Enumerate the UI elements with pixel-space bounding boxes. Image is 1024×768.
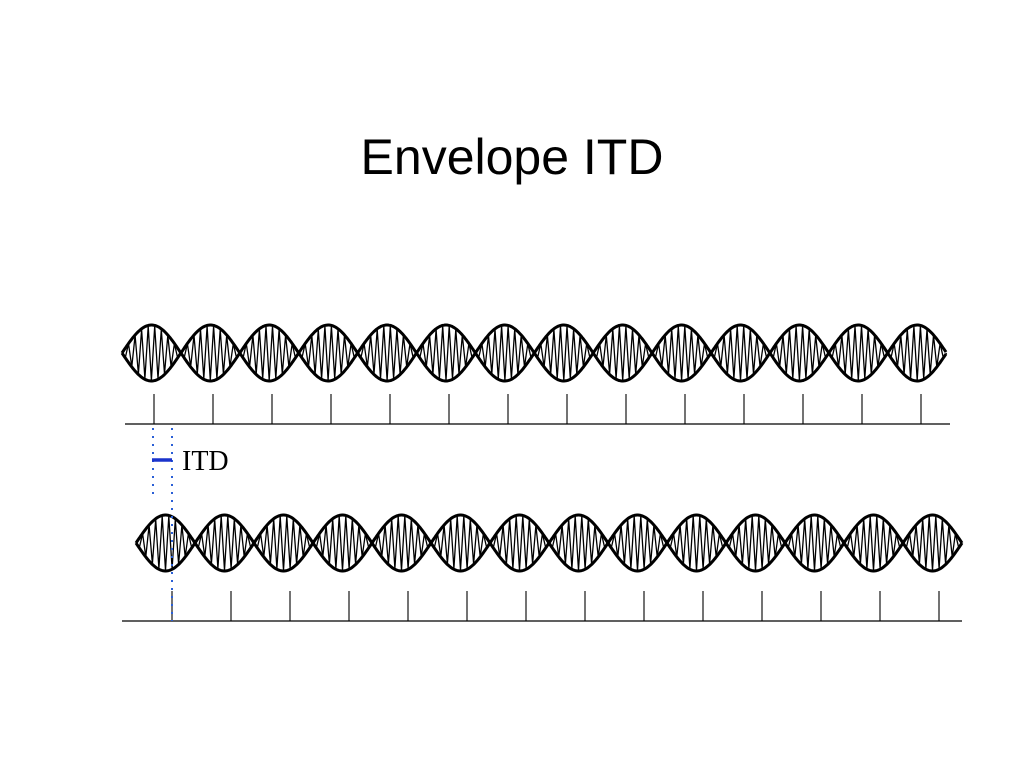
top-wave-carrier bbox=[121, 326, 948, 381]
bottom-wave-carrier bbox=[135, 516, 963, 571]
top-time-axis bbox=[125, 394, 950, 425]
bottom-time-axis bbox=[122, 591, 962, 622]
top-wave-lower-envelope bbox=[120, 350, 948, 383]
slide-title: Envelope ITD bbox=[360, 129, 664, 185]
itd-label: ITD bbox=[182, 446, 229, 477]
bottom-waveform bbox=[134, 513, 964, 573]
top-waveform bbox=[120, 323, 948, 383]
bottom-wave-lower-envelope bbox=[134, 540, 964, 573]
